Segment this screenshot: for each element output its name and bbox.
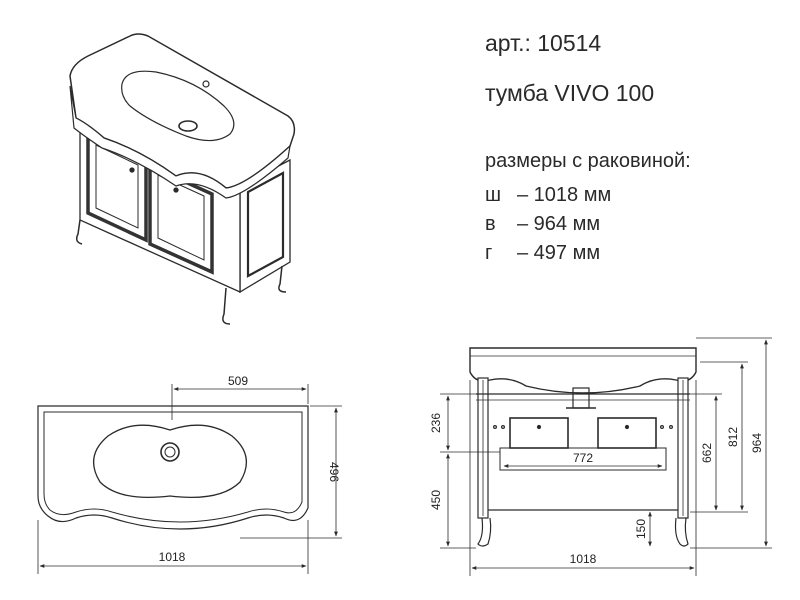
label-150: 150 <box>634 519 648 539</box>
label-496: 496 <box>327 462 341 482</box>
label-1018-front: 1018 <box>570 552 597 566</box>
dimension-depth: г – 497 мм <box>485 242 600 265</box>
sink-basin <box>121 70 235 142</box>
product-name: тумба VIVO 100 <box>485 80 655 106</box>
dimension-height-letter: в <box>485 213 496 235</box>
leg-back-right <box>278 265 287 293</box>
front-view <box>440 337 772 576</box>
label-236: 236 <box>429 413 443 433</box>
faucet-hole-icon <box>202 80 210 88</box>
door-knob-left-icon <box>129 167 135 173</box>
drain-icon <box>178 120 198 132</box>
drawer-left-knob-icon <box>536 424 542 430</box>
label-662: 662 <box>700 443 714 463</box>
screw-2-icon <box>501 425 506 430</box>
sink-countertop-edge <box>69 85 291 199</box>
drawer-left <box>509 417 569 449</box>
top-view-drain-inner-icon <box>164 446 176 458</box>
cabinet-side-frame <box>246 171 285 278</box>
article-number: арт.: 10514 <box>485 30 602 56</box>
door-left-panel <box>95 144 139 229</box>
dimension-width: ш – 1018 мм <box>485 184 611 207</box>
inner-shelf <box>499 447 667 471</box>
top-view-outline <box>37 405 309 530</box>
drawer-right <box>597 417 657 449</box>
top-view <box>37 384 342 574</box>
label-812: 812 <box>726 427 740 447</box>
drawer-right-knob-icon <box>624 424 630 430</box>
dimension-depth-value: – 497 мм <box>517 242 601 264</box>
leg-front-left <box>75 219 83 245</box>
dimension-height: в – 964 мм <box>485 213 600 236</box>
screw-1-icon <box>493 425 498 430</box>
door-right-panel <box>157 174 205 261</box>
front-view-countertop <box>469 347 697 394</box>
dimension-width-value: – 1018 мм <box>517 184 612 206</box>
cabinet-door-right <box>148 163 214 275</box>
label-509: 509 <box>228 374 248 388</box>
dimension-height-value: – 964 мм <box>517 213 601 235</box>
front-view-leg-right <box>674 517 689 547</box>
label-772: 772 <box>573 451 593 465</box>
dimension-width-letter: ш <box>485 184 502 206</box>
front-view-leg-left <box>477 517 492 547</box>
top-view-inner-outline <box>43 411 303 523</box>
screw-4-icon <box>668 425 673 430</box>
door-knob-right-icon <box>173 187 179 193</box>
perspective-view <box>69 33 296 325</box>
leg-front-right <box>222 287 231 325</box>
label-450: 450 <box>429 490 443 510</box>
label-1018-top: 1018 <box>159 550 186 564</box>
screw-3-icon <box>659 425 664 430</box>
dimension-depth-letter: г <box>485 242 493 264</box>
top-view-basin <box>92 424 248 499</box>
sizes-heading: размеры с раковиной: <box>485 150 691 172</box>
label-964: 964 <box>750 433 764 453</box>
top-view-drain-icon <box>160 442 180 462</box>
